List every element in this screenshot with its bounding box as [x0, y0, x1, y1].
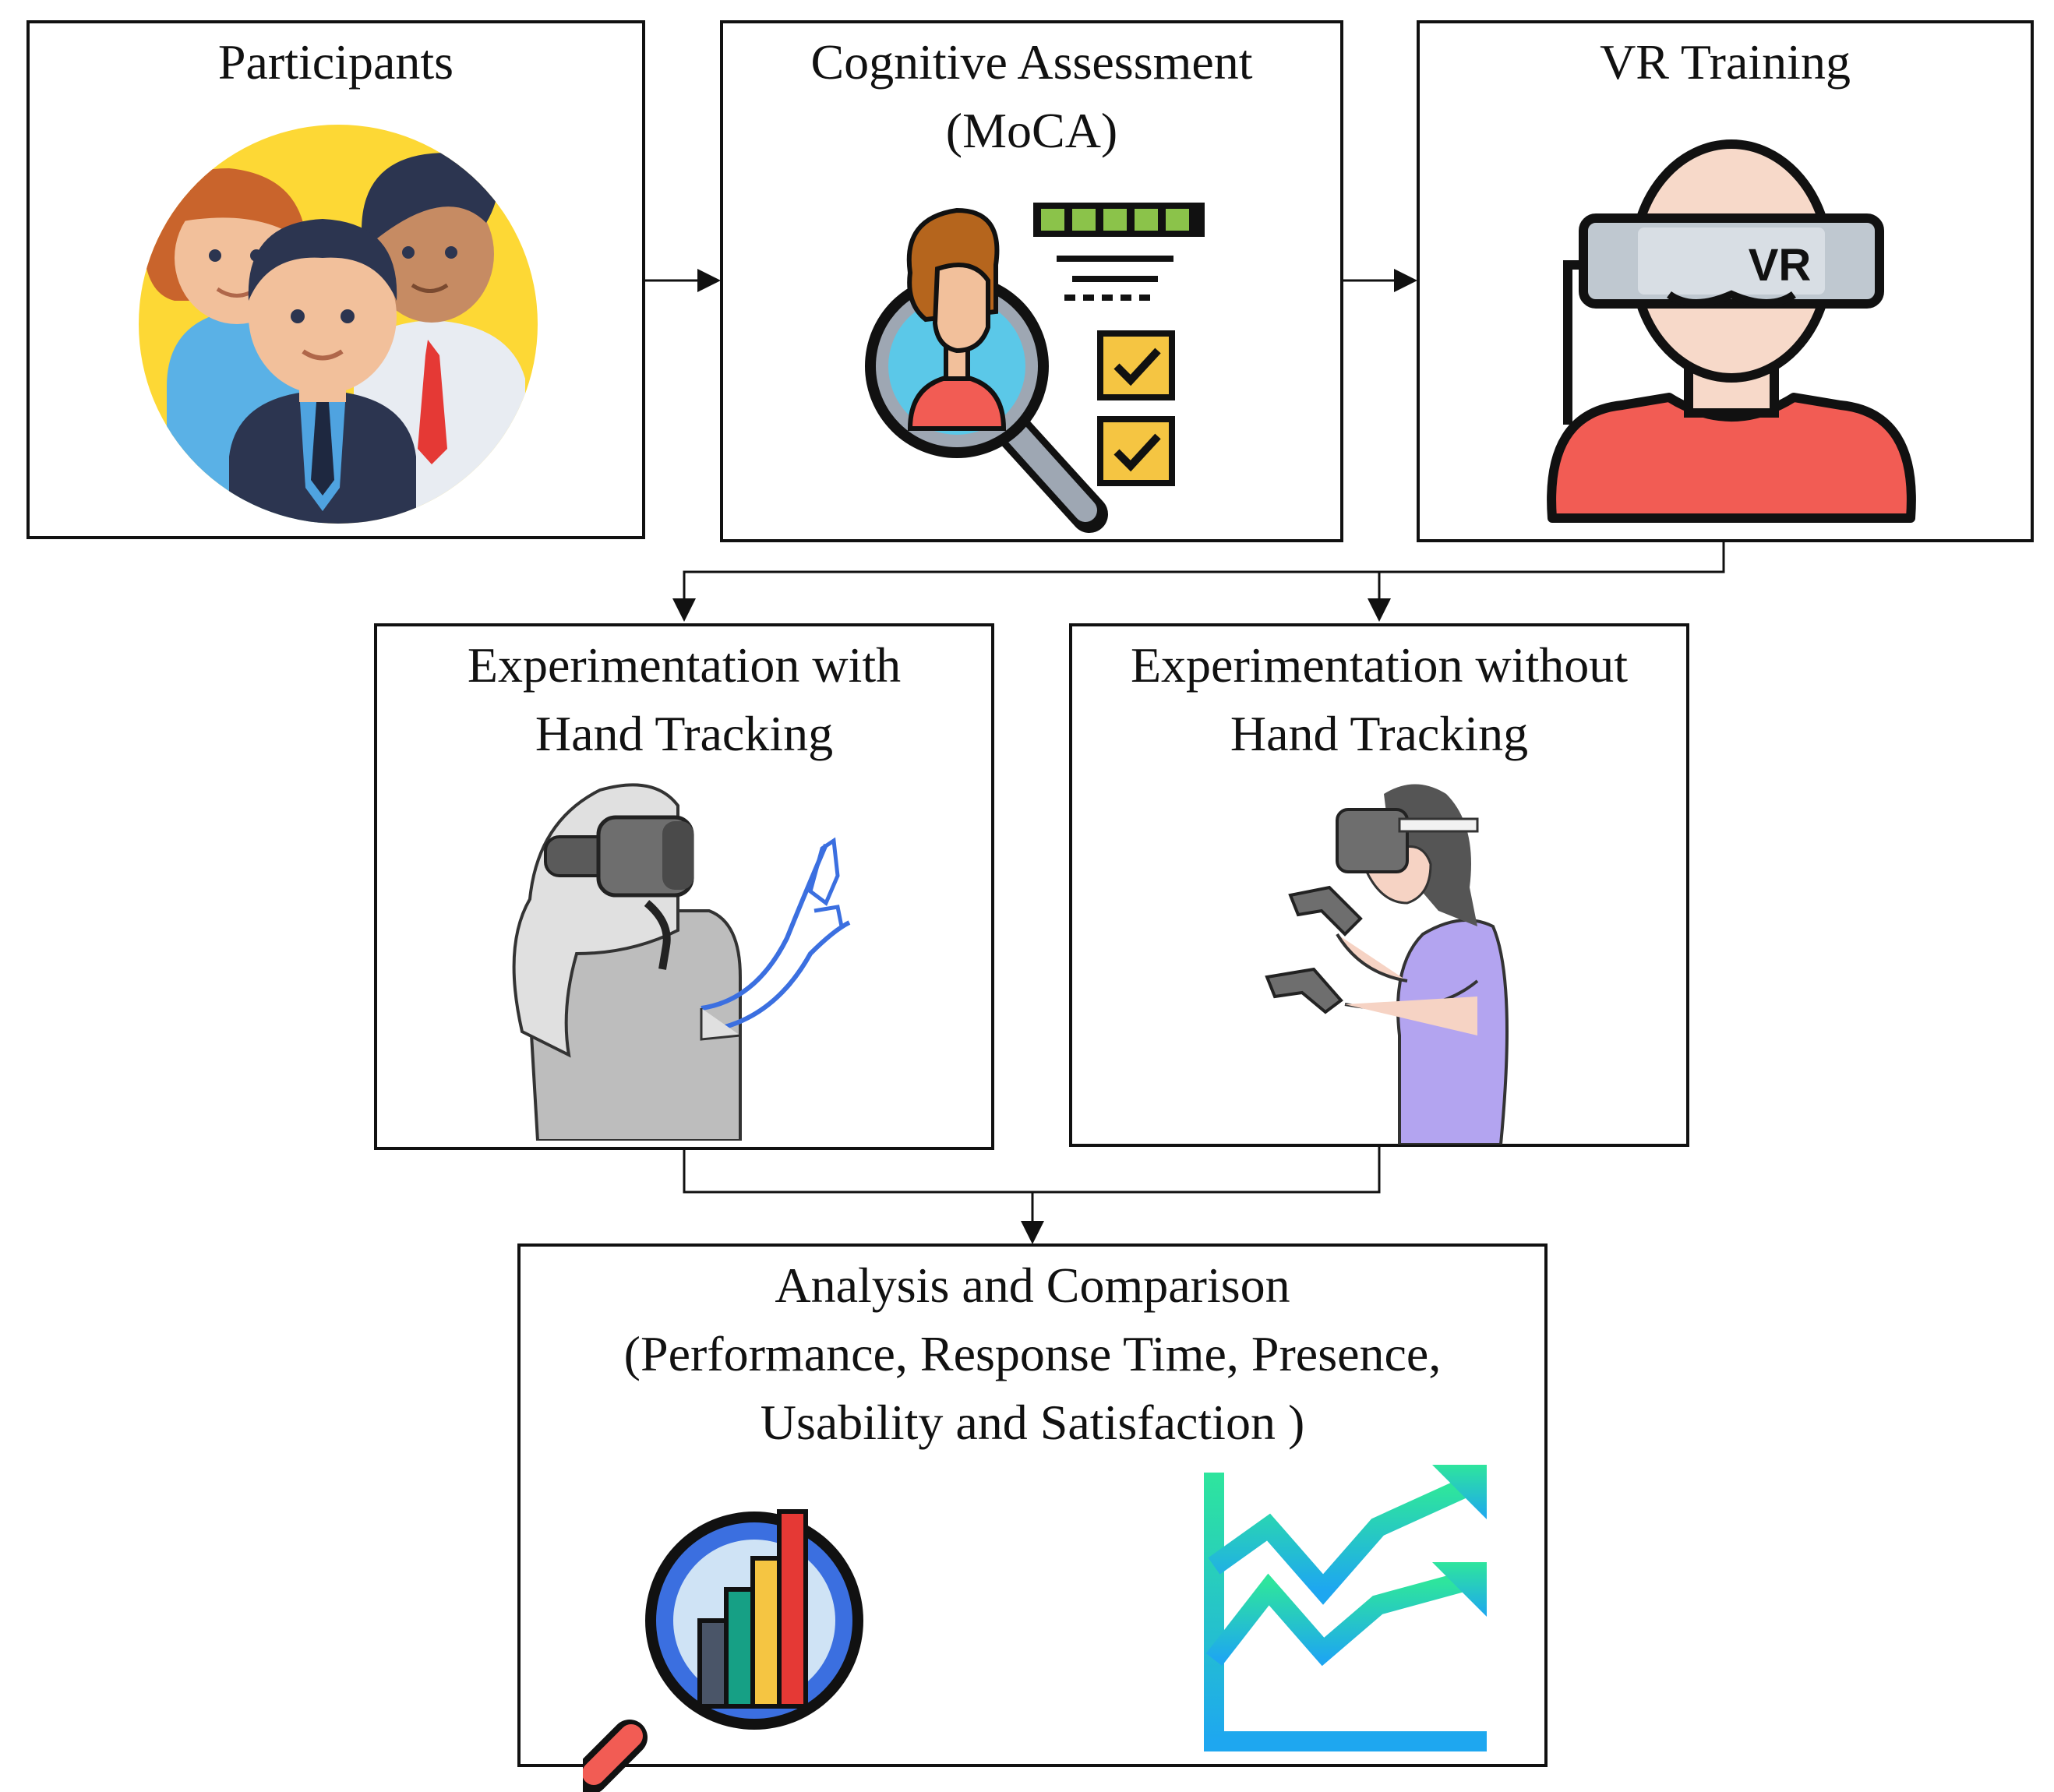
controller-user-icon — [1265, 784, 1509, 1145]
node-vr-title: VR Training — [1420, 28, 2031, 97]
bar-chart-magnifier-icon — [583, 1509, 863, 1792]
node-participants-title: Participants — [30, 28, 642, 97]
node-without-title: Experimentation without Hand Tracking — [1072, 631, 1686, 768]
title-line: Experimentation with — [467, 637, 902, 693]
node-cognitive-title: Cognitive Assessment (MoCA) — [723, 28, 1340, 165]
hand-tracking-user-icon — [512, 783, 851, 1141]
people-group-icon — [139, 125, 538, 524]
title-line: Analysis and Comparison — [775, 1258, 1290, 1313]
edge-vr-to-with — [672, 542, 1725, 622]
node-analysis-title: Analysis and Comparison (Performance, Re… — [521, 1251, 1544, 1457]
node-vr-training: VR Training VR — [1417, 20, 2034, 542]
title-line: Cognitive Assessment — [810, 34, 1253, 90]
assessment-magnifier-icon — [865, 203, 1205, 533]
title-line: VR Training — [1600, 34, 1851, 90]
title-line: Experimentation without — [1130, 637, 1629, 693]
edge-with-to-analysis — [683, 1145, 1381, 1194]
trend-lines-icon — [1204, 1465, 1487, 1751]
title-line: Hand Tracking — [535, 706, 834, 761]
title-line: (Performance, Response Time, Presence, — [623, 1326, 1442, 1381]
node-with-hand-tracking: Experimentation with Hand Tracking — [374, 623, 994, 1150]
node-analysis-comparison: Analysis and Comparison (Performance, Re… — [517, 1243, 1548, 1792]
title-line: Usability and Satisfaction ) — [760, 1395, 1305, 1450]
title-line: Participants — [217, 34, 454, 90]
title-line: (MoCA) — [945, 103, 1118, 158]
title-line: Hand Tracking — [1230, 706, 1529, 761]
vr-headset-label: VR — [1749, 240, 1812, 291]
node-cognitive-assessment: Cognitive Assessment (MoCA) — [720, 20, 1343, 542]
node-with-title: Experimentation with Hand Tracking — [377, 631, 991, 768]
vr-headset-person-icon: VR — [1547, 139, 1916, 523]
node-without-hand-tracking: Experimentation without Hand Tracking — [1069, 623, 1689, 1147]
node-participants: Participants — [26, 20, 645, 539]
